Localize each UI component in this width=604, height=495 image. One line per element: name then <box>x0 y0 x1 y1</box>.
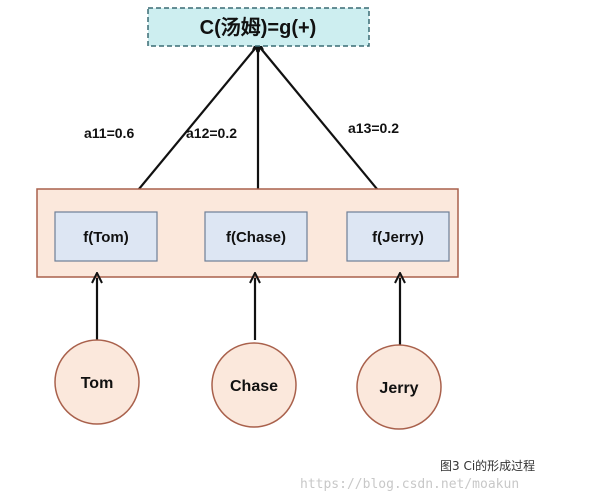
function-box-jerry-rect <box>346 211 450 262</box>
function-box-tom-rect <box>54 211 158 262</box>
function-box-chase-rect <box>204 211 308 262</box>
input-node-chase: Chase <box>211 342 297 428</box>
input-node-jerry-circle <box>356 344 442 430</box>
function-box-jerry: f(Jerry) <box>346 211 450 262</box>
input-node-jerry: Jerry <box>356 344 442 430</box>
function-box-chase: f(Chase) <box>204 211 308 262</box>
function-label-tom: f(Tom) <box>83 229 129 246</box>
input-node-tom-circle <box>54 339 140 425</box>
weight-label-a12: a12=0.2 <box>186 125 237 141</box>
input-node-chase-label: Chase <box>230 378 278 395</box>
input-node-tom-label: Tom <box>81 375 114 392</box>
figure-caption: 图3 Ci的形成过程 <box>440 458 535 473</box>
function-label-jerry: f(Jerry) <box>372 229 424 246</box>
watermark: https://blog.csdn.net/moakun <box>300 477 519 492</box>
weight-label-a13: a13=0.2 <box>348 120 399 136</box>
weight-label-a11: a11=0.6 <box>84 125 134 141</box>
input-node-chase-circle <box>211 342 297 428</box>
edge-tom-to-top <box>119 45 258 213</box>
input-node-tom: Tom <box>54 339 140 425</box>
edge-jerry-to-top <box>258 45 397 213</box>
top-node-box <box>147 7 370 47</box>
input-node-jerry-label: Jerry <box>379 380 418 397</box>
function-box-tom: f(Tom) <box>54 211 158 262</box>
top-node-label: C(汤姆)=g(+) <box>200 15 317 39</box>
function-label-chase: f(Chase) <box>226 229 286 246</box>
top-node: C(汤姆)=g(+) <box>147 7 370 47</box>
